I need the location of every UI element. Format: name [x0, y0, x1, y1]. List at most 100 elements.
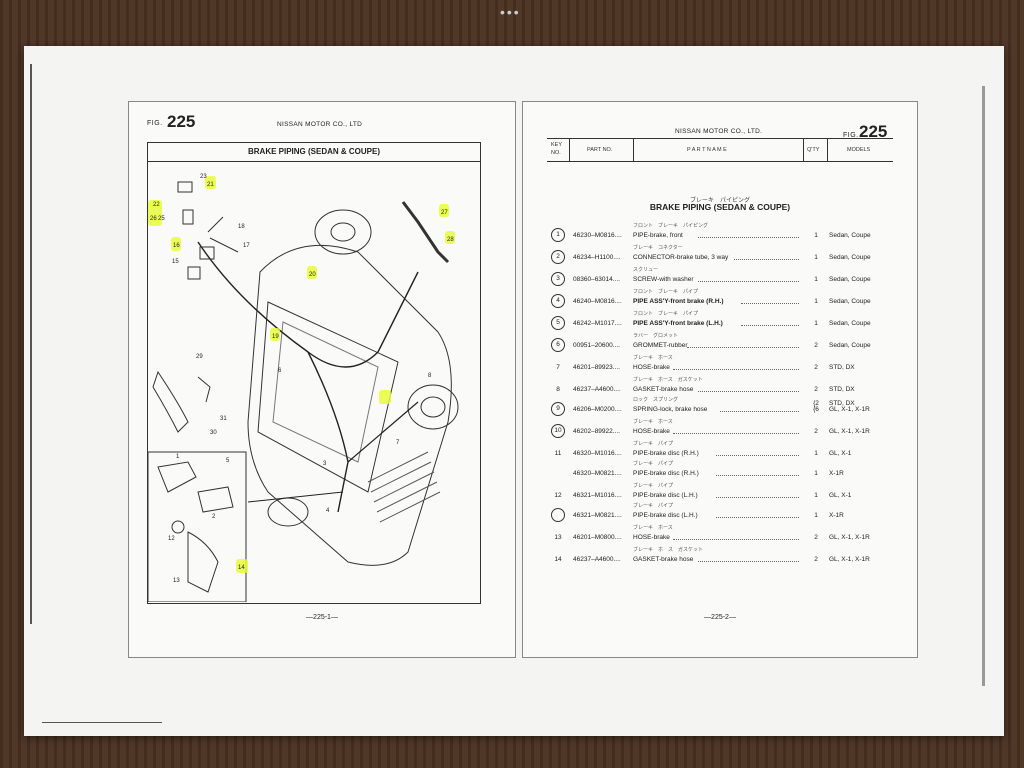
- row-part-name: HOSE-brake: [633, 534, 670, 541]
- row-key-number: 14: [554, 556, 562, 563]
- row-part-number: 46230–M0816....: [573, 232, 622, 239]
- row-part-name: PIPE-brake disc (L.H.): [633, 512, 698, 519]
- highlight-9: [379, 390, 391, 404]
- company-name: NISSAN MOTOR CO., LTD: [277, 121, 363, 128]
- row-key-number: 9: [551, 402, 565, 416]
- row-part-number: 46242–M1017....: [573, 320, 622, 327]
- part-union: [199, 246, 215, 260]
- row-part-number: 08360–63014....: [573, 276, 620, 283]
- row-quantity: 2: [814, 428, 818, 435]
- row-models: GL, X-1: [829, 450, 852, 457]
- row-quantity: 1: [814, 492, 818, 499]
- row-quantity: 1: [814, 254, 818, 261]
- callout-17: 17: [243, 243, 250, 249]
- row-leader-dots: [673, 433, 799, 434]
- row-key-number: 4: [551, 294, 565, 308]
- inset-caliper: [197, 486, 234, 513]
- car-body-outline: [247, 244, 452, 566]
- row-part-number: 46202–89922....: [573, 428, 620, 435]
- row-leader-dots: [698, 391, 799, 392]
- row-part-name: CONNECTOR-brake tube, 3 way: [633, 254, 729, 261]
- callout-5: 5: [226, 458, 230, 464]
- part-leaders: [207, 216, 239, 253]
- row-part-name-jp: ブレーキ ホース: [633, 355, 673, 361]
- callout-28: 28: [447, 237, 454, 243]
- row-part-name: GASKET-brake hose: [633, 386, 694, 393]
- callout-3: 3: [323, 461, 327, 467]
- section-title: BRAKE PIPING (SEDAN & COUPE): [649, 202, 791, 212]
- section-title-jp: ブレーキ パイピング: [689, 198, 750, 204]
- row-leader-dots: [741, 325, 799, 326]
- row-key-number: 8: [556, 386, 560, 393]
- left-page-footer: —225-1—: [306, 614, 338, 621]
- row-leader-dots: [734, 259, 799, 260]
- inset-bracket: [157, 461, 197, 493]
- brake-pipe-right: [347, 401, 419, 463]
- row-key-number: [551, 467, 565, 481]
- row-key-number: 3: [551, 272, 565, 286]
- rear-wheel-hub: [330, 222, 356, 242]
- row-key-number: 11: [554, 450, 562, 457]
- row-part-name-jp: ブレーキ パイプ: [633, 441, 674, 447]
- row-part-name: GROMMET-rubber: [633, 342, 688, 349]
- callout-21: 21: [207, 182, 214, 188]
- row-part-name: PIPE ASS'Y-front brake (R.H.): [633, 298, 724, 305]
- callout-12: 12: [168, 536, 175, 542]
- row-models: STD, DX: [829, 364, 855, 371]
- callout-8: 8: [428, 373, 432, 379]
- row-part-name-jp: ロック スプリング: [633, 397, 679, 403]
- row-part-name-jp: ブレーキ ホース: [633, 419, 673, 425]
- row-part-name-jp: ブレーキ ホ ス ガスケット: [633, 547, 704, 553]
- callout-15: 15: [172, 259, 179, 265]
- col-qty: Q'TY: [807, 147, 820, 153]
- right-page-footer: —225-2—: [704, 614, 736, 621]
- row-models: Sedan, Coupe: [829, 342, 871, 349]
- row-quantity: 2: [814, 556, 818, 563]
- callout-16: 16: [173, 243, 180, 249]
- callout-4: 4: [326, 508, 330, 514]
- fig-label-right: FIG.: [843, 132, 859, 139]
- row-key-number: 12: [554, 492, 562, 499]
- callout-25: 25: [158, 216, 165, 222]
- row-models: GL, X-1: [829, 492, 852, 499]
- row-quantity: 1: [814, 470, 818, 477]
- row-part-name: GASKET-brake hose: [633, 556, 694, 563]
- left-page: FIG. 225 NISSAN MOTOR CO., LTD BRAKE PIP…: [128, 101, 516, 658]
- row-quantity: 1: [814, 298, 818, 305]
- row-part-number: 46321–M1016....: [573, 492, 622, 499]
- row-leader-dots: [687, 347, 799, 348]
- highlight-19: [270, 328, 280, 341]
- row-leader-dots: [716, 517, 799, 518]
- row-models: X-1R: [829, 470, 844, 477]
- front-wheel-hub: [420, 396, 446, 418]
- row-key-number: 13: [554, 534, 562, 541]
- row-models: STD, DX: [829, 386, 855, 393]
- row-part-name-jp: フロント ブレーキ パイプ: [633, 289, 699, 295]
- scanned-sheet: FIG. 225 NISSAN MOTOR CO., LTD BRAKE PIP…: [24, 46, 1004, 736]
- row-part-name: SPRING-lock, brake hose: [633, 406, 708, 413]
- row-quantity: 1: [814, 232, 818, 239]
- row-quantity: 2: [814, 364, 818, 371]
- row-models: Sedan, Coupe: [829, 320, 871, 327]
- caliper-inset: [148, 451, 247, 602]
- row-part-name: PIPE-brake disc (L.H.): [633, 492, 698, 499]
- row-models: Sedan, Coupe: [829, 254, 871, 261]
- brake-pipe-main: [197, 241, 419, 368]
- callout-30: 30: [210, 430, 217, 436]
- col-part-name: P A R T N A M E: [687, 147, 727, 153]
- row-key-number: 6: [551, 338, 565, 352]
- callout-1: 1: [176, 454, 180, 460]
- row-leader-dots: [698, 281, 799, 282]
- diagram-title: BRAKE PIPING (SEDAN & COUPE): [148, 143, 480, 162]
- window-dots[interactable]: •••: [500, 4, 521, 20]
- highlight-25-26: [148, 200, 162, 226]
- row-part-name-jp: スクリュー: [633, 267, 659, 273]
